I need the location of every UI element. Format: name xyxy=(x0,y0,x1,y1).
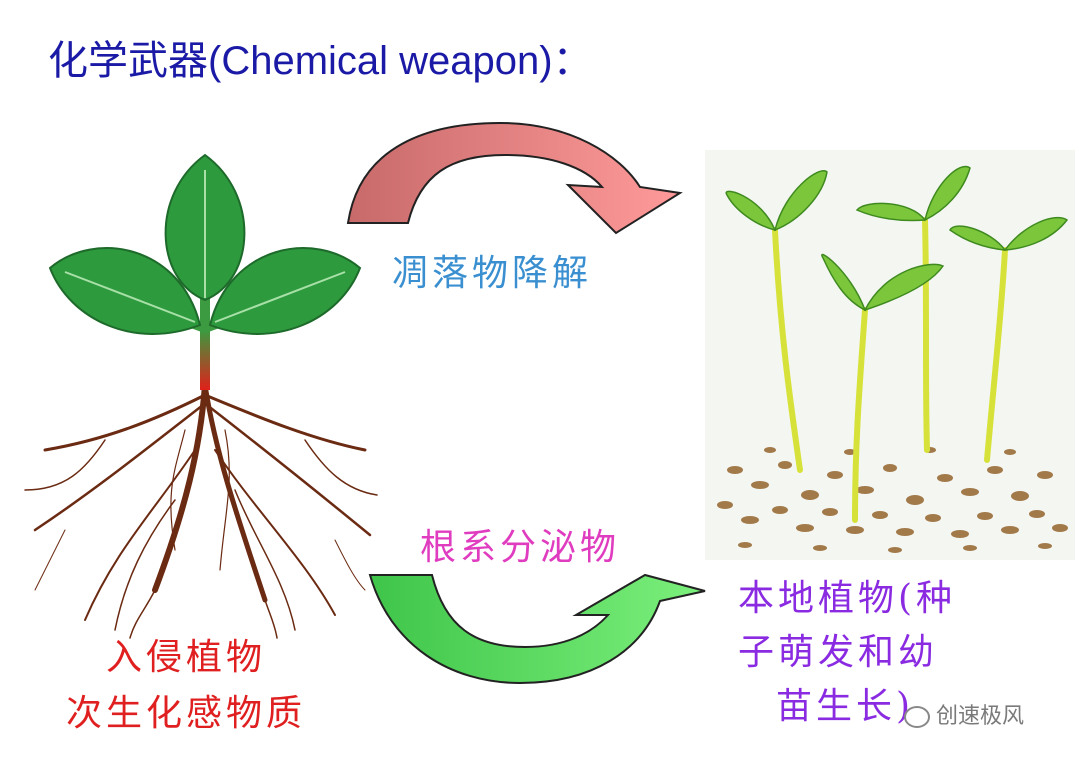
invasive-plant-illustration xyxy=(5,150,385,640)
root-exudates-label: 根系分泌物 xyxy=(420,518,620,570)
invasive-plant-label: 入侵植物 次生化感物质 xyxy=(66,630,306,742)
bottom-curved-arrow xyxy=(360,565,720,695)
invasive-label-line2: 次生化感物质 xyxy=(66,686,306,742)
invasive-label-line1: 入侵植物 xyxy=(66,630,306,686)
native-seedlings-illustration xyxy=(705,150,1075,560)
native-label-line1: 本地植物(种 xyxy=(738,572,956,626)
slide-title: 化学武器(Chemical weapon)： xyxy=(48,28,593,86)
top-curved-arrow xyxy=(340,115,700,245)
watermark-text: 创速极风 xyxy=(936,704,1024,729)
native-label-line2: 子萌发和幼 xyxy=(738,626,956,680)
wechat-icon xyxy=(904,706,930,728)
litter-decomposition-label: 凋落物降解 xyxy=(392,244,592,296)
watermark: 创速极风 xyxy=(904,698,1024,730)
